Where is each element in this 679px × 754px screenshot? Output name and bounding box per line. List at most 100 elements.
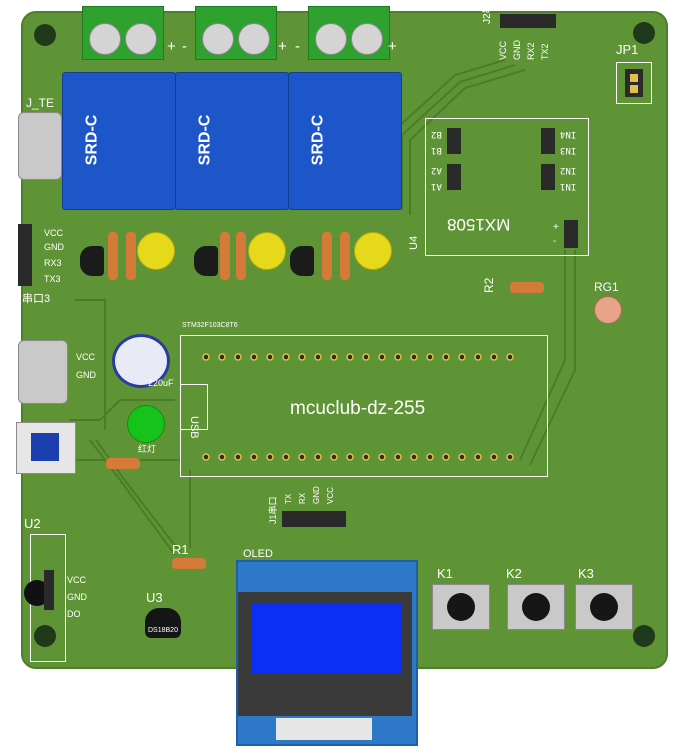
screw-terminal-1: [82, 6, 164, 60]
resistor-small-4: [236, 232, 246, 280]
led-yellow-3: [354, 232, 392, 270]
u2-label: U2: [24, 516, 41, 531]
j2-pin-vcc: VCC: [498, 40, 508, 60]
j-te-label: J_TE: [26, 96, 55, 110]
terminal-3-plus: +: [388, 38, 397, 55]
resistor-small-6: [340, 232, 350, 280]
mcu-pin-row-top: [202, 353, 514, 361]
mx-pin-in2: IN2: [560, 165, 577, 175]
mcu-label: STM32F103C8T6: [182, 322, 238, 329]
mx-pins-right-bottom: [541, 164, 555, 190]
terminal-2-plus: +: [278, 38, 287, 55]
transistor-3: [290, 246, 314, 276]
switch-resistor: [106, 458, 140, 469]
button-k1[interactable]: [432, 584, 490, 630]
usb-c-connector-power: [18, 340, 68, 404]
resistor-small-2: [126, 232, 136, 280]
j2-pin-gnd: GND: [512, 40, 522, 60]
mx-pins-left-top: [447, 128, 461, 154]
transistor-2: [194, 246, 218, 276]
r1-resistor: [172, 558, 206, 569]
relay-1: SRD-C: [62, 72, 176, 210]
led-yellow-2: [248, 232, 286, 270]
u3-part-label: DS18B20: [148, 627, 178, 634]
u2-pins: [44, 570, 54, 610]
j1-pin-vcc: VCC: [326, 487, 335, 504]
usb-c-connector-top: [18, 112, 62, 180]
mx1508-label: MX1508: [447, 215, 511, 234]
mx-pin-plus: +: [553, 222, 559, 233]
terminal-2-minus: -: [182, 38, 187, 55]
serial3-pin-rx3: RX3: [44, 258, 62, 268]
u3-ds18b20: DS18B20: [145, 608, 181, 638]
u2-pin-gnd: GND: [67, 592, 87, 602]
mx-pin-minus: -: [553, 236, 557, 247]
capacitor-label: 220uF: [148, 378, 174, 388]
mx1508-outline: [425, 118, 589, 256]
r2-label: R2: [482, 277, 496, 293]
resistor-small-5: [322, 232, 332, 280]
oled-ribbon: [276, 718, 372, 740]
screw-terminal-2: [195, 6, 277, 60]
j2-header: [500, 14, 556, 28]
k3-label: K3: [578, 566, 594, 581]
serial3-pin-vcc: VCC: [44, 228, 64, 238]
usb-label: USB: [188, 416, 200, 439]
serial3-pin-tx3: TX3: [44, 274, 61, 284]
mx-pin-in3: IN3: [560, 145, 577, 155]
mx-pin-in1: IN1: [560, 181, 577, 191]
button-k2[interactable]: [507, 584, 565, 630]
j2-pin-tx2: TX2: [540, 43, 550, 60]
serial3-pin-gnd: GND: [44, 242, 64, 252]
mx-pin-a1: A1: [431, 181, 442, 191]
u4-label: U4: [408, 235, 420, 250]
j2-label: J2串口: [482, 0, 493, 24]
usb-box: [180, 384, 208, 430]
u2-pin-do: DO: [67, 609, 81, 619]
relay-2: SRD-C: [175, 72, 289, 210]
oled-module: [236, 560, 418, 746]
oled-screen: [252, 603, 402, 673]
mcu-pin-row-bottom: [202, 453, 514, 461]
j1-header: [282, 511, 346, 527]
k2-label: K2: [506, 566, 522, 581]
rg1-label: RG1: [594, 280, 619, 294]
terminal-1-plus: +: [167, 38, 176, 55]
r2-resistor: [510, 282, 544, 293]
relay-1-label: SRD-C: [83, 114, 101, 166]
relay-3: SRD-C: [288, 72, 402, 210]
led-green: [127, 405, 165, 443]
transistor-1: [80, 246, 104, 276]
oled-label: OLED: [243, 548, 273, 560]
mx-pin-b1: B1: [431, 145, 442, 155]
mx-pins-right-top: [541, 128, 555, 154]
r1-label: R1: [172, 542, 189, 557]
board-title: mcuclub-dz-255: [290, 398, 426, 419]
relay-3-label: SRD-C: [309, 114, 327, 166]
j1-pin-gnd: GND: [312, 486, 321, 504]
mx-pins-power: [564, 220, 578, 248]
led-green-label: 红灯: [138, 444, 157, 454]
serial3-label: 串口3: [22, 293, 51, 305]
mx-pin-in4: IN4: [560, 129, 577, 139]
power-pin-vcc: VCC: [76, 352, 96, 362]
rg1-photoresistor: [594, 296, 622, 324]
terminal-3-minus: -: [295, 38, 300, 55]
j1-pin-rx: RX: [298, 492, 307, 504]
mx-pin-b2: B2: [431, 129, 442, 139]
led-yellow-1: [137, 232, 175, 270]
power-switch[interactable]: [16, 422, 76, 474]
mx-pin-a2: A2: [431, 165, 442, 175]
relay-2-label: SRD-C: [196, 114, 214, 166]
j2-pin-rx2: RX2: [526, 42, 536, 60]
serial3-header: [18, 224, 32, 286]
j1-pin-tx: TX: [284, 493, 293, 504]
u2-pin-vcc: VCC: [67, 575, 87, 585]
screw-terminal-3: [308, 6, 390, 60]
j1-label: J1串口: [268, 496, 278, 524]
capacitor-220uf: [112, 334, 170, 388]
resistor-small-1: [108, 232, 118, 280]
button-k3[interactable]: [575, 584, 633, 630]
resistor-small-3: [220, 232, 230, 280]
jp1-label: JP1: [616, 42, 639, 57]
